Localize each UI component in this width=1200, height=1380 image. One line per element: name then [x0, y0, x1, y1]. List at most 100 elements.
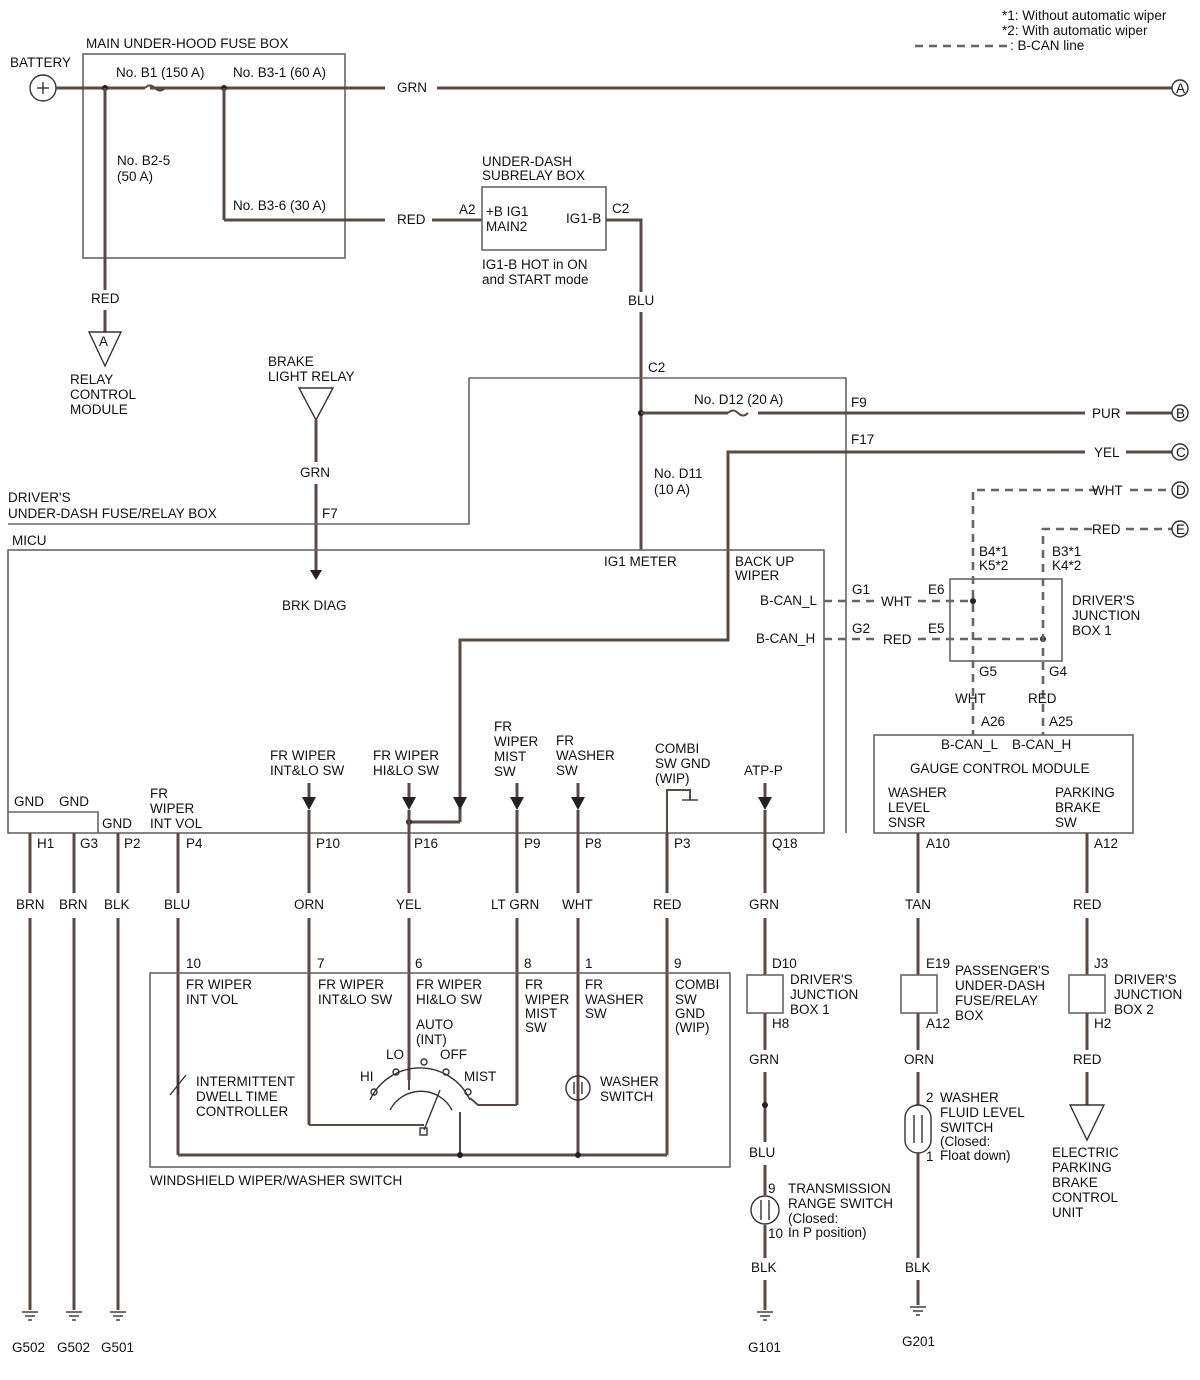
label-pins-e5: E5 — [928, 621, 945, 636]
label-pins-p16: P16 — [414, 836, 438, 851]
label-pins-p4: P4 — [186, 836, 203, 851]
subrelay-note-2: and START mode — [482, 272, 589, 287]
label-wires-wht: WHT — [881, 594, 912, 609]
label-pins-b3-1: K4*2 — [1052, 558, 1081, 573]
brake-relay-label-1: BRAKE — [268, 354, 314, 369]
fuse-d11-label: No. D11 — [654, 466, 703, 481]
pass-fuse-label-2: UNDER-DASH — [955, 978, 1045, 993]
label-inputs-intvol-2: INT VOL — [150, 816, 203, 831]
label-wires-orn: ORN — [904, 1052, 934, 1067]
djb1b-label-2: JUNCTION — [790, 987, 858, 1002]
label-wires-ltgrn: LT GRN — [491, 897, 539, 912]
brk-diag-label: BRK DIAG — [282, 598, 347, 613]
label-wires-blk: BLK — [905, 1260, 931, 1275]
label-wires-yel: YEL — [396, 897, 422, 912]
label-pins-a10: A10 — [926, 836, 950, 851]
brake-relay-label-2: LIGHT RELAY — [268, 369, 355, 384]
washer-level-label-4: (Closed: — [940, 1134, 990, 1149]
label-gauge_labels-bcanl: B-CAN_L — [941, 737, 999, 752]
battery-label: BATTERY — [10, 55, 71, 70]
djb1b-label-3: BOX 1 — [790, 1002, 830, 1017]
djb1-label-1: DRIVER'S — [1072, 593, 1135, 608]
connector-a-down: A — [99, 334, 108, 349]
label-inputs-mist-2: MIST — [494, 749, 526, 764]
trans-label-3: (Closed: — [788, 1211, 838, 1226]
washer-level-label-5: Float down) — [940, 1148, 1011, 1163]
fuse-b1-label: No. B1 (150 A) — [116, 65, 205, 80]
label-inputs-combi-2: (WIP) — [655, 771, 690, 786]
label-switch_labels-intlo-0: FR WIPER — [318, 977, 384, 992]
label-pins-b3-0: B3*1 — [1052, 544, 1081, 559]
label-switch_labels-intvol-1: INT VOL — [186, 992, 239, 1007]
label-pins-g3: G3 — [80, 836, 98, 851]
epb-label-4: CONTROL — [1052, 1190, 1118, 1205]
label-pins-n7: 7 — [317, 956, 325, 971]
label-wires-blk: BLK — [751, 1260, 777, 1275]
label-gauge_labels-pbs-0: PARKING — [1055, 785, 1115, 800]
label-switch_labels-lo: LO — [386, 1047, 404, 1062]
label-pins-ig1b: IG1-B — [566, 211, 601, 226]
label-pins-w2: 2 — [926, 1090, 934, 1105]
legend-note-3: : B-CAN line — [1010, 38, 1084, 53]
label-switch_labels-hilo-0: FR WIPER — [416, 977, 482, 992]
pin-a2: A2 — [459, 202, 476, 217]
label-wires-pur: PUR — [1092, 406, 1121, 421]
djb1-label-3: BOX 1 — [1072, 623, 1112, 638]
label-pins-n10: 10 — [186, 956, 201, 971]
label-pins-t10: 10 — [768, 1226, 783, 1241]
label-pins-n8: 8 — [524, 956, 532, 971]
label-switch_labels-combi-2: GND — [675, 1006, 705, 1021]
label-inputs-int_lo-0: FR WIPER — [270, 748, 336, 763]
pass-fuse-label-4: BOX — [955, 1008, 984, 1023]
label-inputs-combi-1: SW GND — [655, 756, 711, 771]
fuse-b2-5-label: No. B2-5 — [117, 153, 170, 168]
epb-label-5: UNIT — [1052, 1205, 1084, 1220]
pass-fuse-label-1: PASSENGER'S — [955, 963, 1050, 978]
label-pins-h8: H8 — [772, 1016, 789, 1031]
connector-e: E — [1176, 522, 1185, 537]
epb-label-2: PARKING — [1052, 1160, 1112, 1175]
gauge-label: GAUGE CONTROL MODULE — [910, 761, 1090, 776]
label-inputs-hi_lo-0: FR WIPER — [373, 748, 439, 763]
ground-g501: G501 — [101, 1340, 134, 1355]
label-wires-red: RED — [883, 632, 912, 647]
label-switch_labels-auto-1: (INT) — [416, 1032, 447, 1047]
ground-g201: G201 — [902, 1334, 935, 1349]
label-pins-p3: P3 — [674, 836, 691, 851]
label-gauge_labels-pbs-1: BRAKE — [1055, 800, 1101, 815]
label-wires-grn: GRN — [749, 897, 779, 912]
wire-grn-a: GRN — [397, 80, 427, 95]
label-switch_labels-hilo-1: HI&LO SW — [416, 992, 482, 1007]
dwell-label-3: CONTROLLER — [196, 1104, 289, 1119]
label-pins-p10: P10 — [316, 836, 340, 851]
label-pins-g2: G2 — [852, 621, 870, 636]
washer-level-label-3: SWITCH — [940, 1120, 993, 1135]
label-micu_labels-gnd2: GND — [59, 794, 89, 809]
label-inputs-atp: ATP-P — [744, 763, 783, 778]
pass-fuse-label-3: FUSE/RELAY — [955, 993, 1038, 1008]
label-inputs-intvol-1: WIPER — [150, 801, 195, 816]
washer-level-label-2: FLUID LEVEL — [940, 1105, 1025, 1120]
trans-label-1: TRANSMISSION — [788, 1181, 891, 1196]
label-switch_labels-washer-1: WASHER — [585, 992, 644, 1007]
djb1-label-2: JUNCTION — [1072, 608, 1140, 623]
relay-control-label-2: CONTROL — [70, 387, 136, 402]
label-gauge_labels-pbs-2: SW — [1055, 815, 1077, 830]
label-gauge_labels-wls-2: SNSR — [888, 815, 926, 830]
label-micu_labels-backup-0: BACK UP — [735, 554, 794, 569]
label-pins-p9: P9 — [524, 836, 541, 851]
fuse-d12-label: No. D12 (20 A) — [694, 392, 783, 407]
label-pins-f7: F7 — [322, 506, 338, 521]
label-pins-d10: D10 — [772, 956, 797, 971]
dwell-label-2: DWELL TIME — [196, 1089, 278, 1104]
connector-a: A — [1176, 81, 1185, 96]
wiper-switch-label: WINDSHIELD WIPER/WASHER SWITCH — [150, 1173, 402, 1188]
label-pins-a12b: A12 — [926, 1016, 950, 1031]
label-pins-g1: G1 — [852, 582, 870, 597]
washer-level-label-1: WASHER — [940, 1090, 999, 1105]
label-pins-b_ig1-1: MAIN2 — [486, 219, 527, 234]
trans-label-2: RANGE SWITCH — [788, 1196, 893, 1211]
label-pins-a26: A26 — [981, 714, 1005, 729]
wire-red-rcm: RED — [91, 291, 120, 306]
subrelay-label-2: SUBRELAY BOX — [482, 168, 585, 183]
